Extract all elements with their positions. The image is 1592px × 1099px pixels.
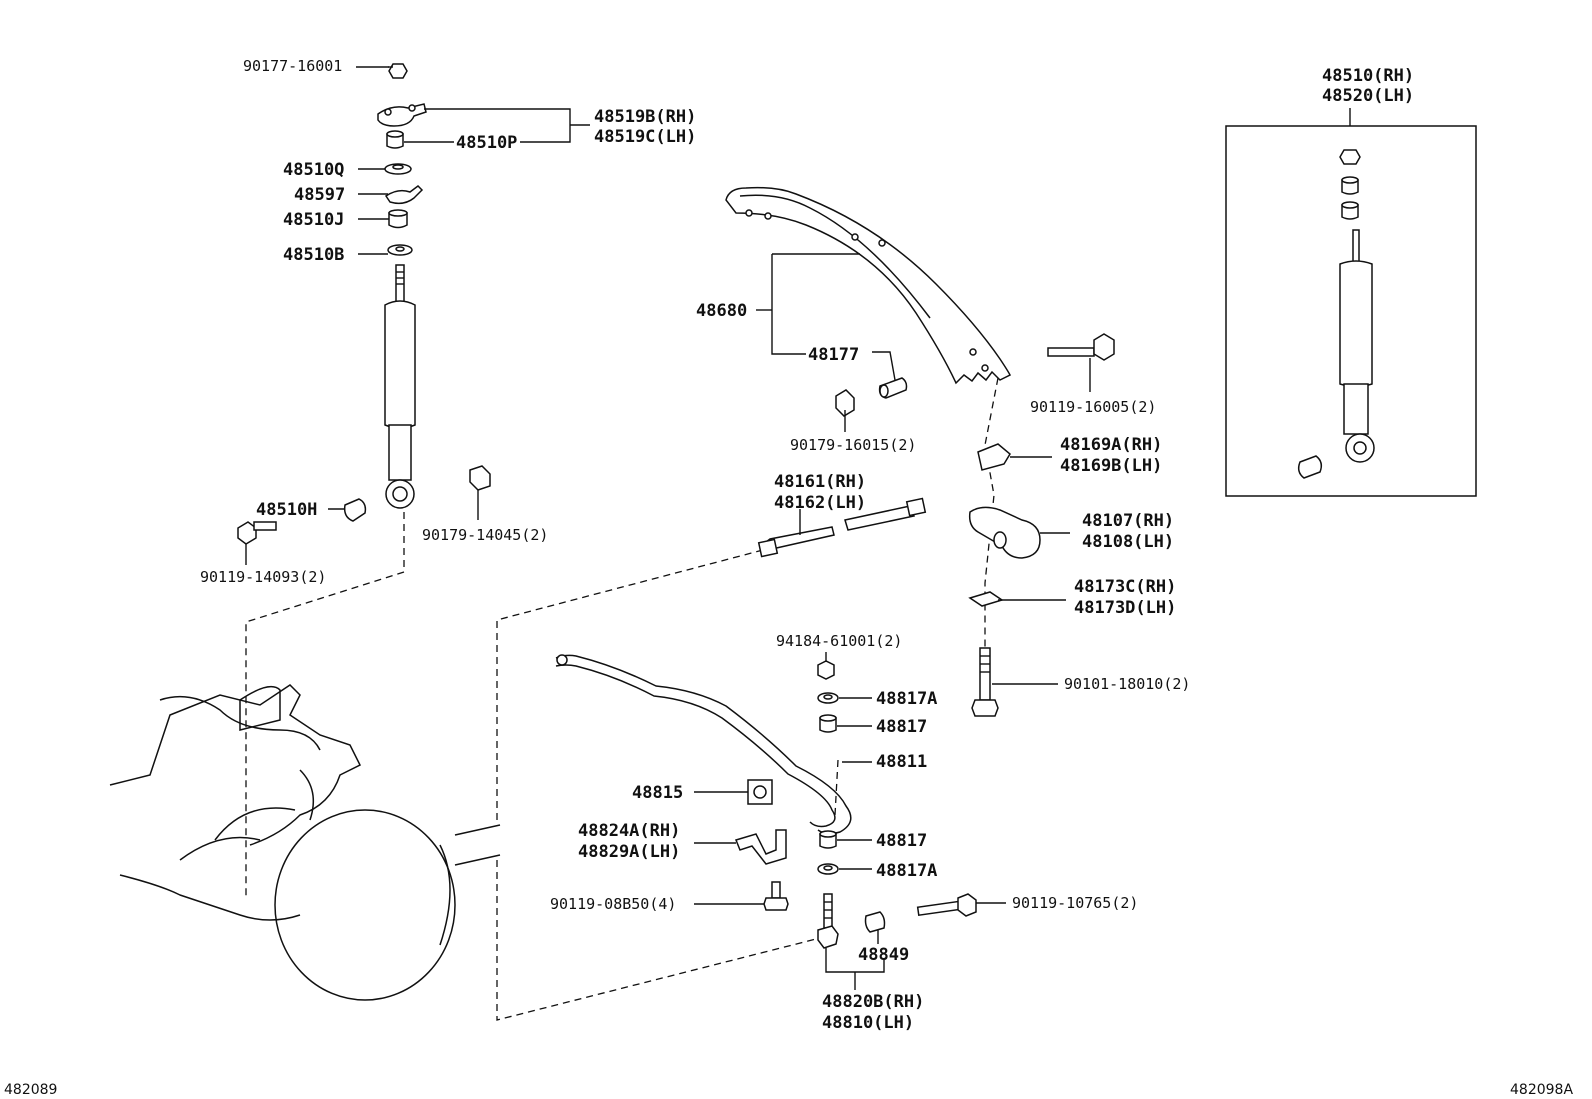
- bracket-icon[interactable]: [734, 829, 787, 865]
- cushion-icon[interactable]: [819, 830, 837, 849]
- bolt-icon[interactable]: [971, 647, 999, 717]
- washer-icon[interactable]: [817, 863, 839, 875]
- part-label[interactable]: 48817: [876, 831, 927, 851]
- part-label[interactable]: 48810(LH): [822, 1013, 914, 1033]
- cushion-icon[interactable]: [1341, 201, 1359, 220]
- part-label[interactable]: 48173D(LH): [1074, 598, 1176, 618]
- part-label[interactable]: 48107(RH): [1082, 511, 1174, 531]
- illustration-code: 482098A: [1510, 1082, 1573, 1098]
- part-label[interactable]: 90119-16005(2): [1030, 398, 1156, 416]
- left-shock-assembly: [237, 63, 491, 545]
- bushing-icon[interactable]: [747, 779, 773, 805]
- cushion-icon[interactable]: [386, 130, 404, 149]
- nut-icon[interactable]: [835, 389, 855, 417]
- part-label[interactable]: 90119-10765(2): [1012, 894, 1138, 912]
- washer-icon[interactable]: [384, 163, 412, 175]
- part-label[interactable]: 94184-61001(2): [776, 632, 902, 650]
- part-label[interactable]: 48161(RH): [774, 472, 866, 492]
- part-labels: 90177-16001 48519B(RH) 48519C(LH) 48510P…: [4, 57, 1573, 1098]
- bolt-icon[interactable]: [763, 881, 789, 911]
- part-label[interactable]: 48162(LH): [774, 493, 866, 513]
- part-label[interactable]: 48520(LH): [1322, 86, 1414, 106]
- part-label[interactable]: 90179-16015(2): [790, 436, 916, 454]
- shock-absorber-icon[interactable]: [1339, 229, 1375, 463]
- part-label[interactable]: 48510B: [283, 245, 344, 265]
- part-label[interactable]: 48519B(RH): [594, 107, 696, 127]
- part-label[interactable]: 48829A(LH): [578, 842, 680, 862]
- stabilizer-bar-icon[interactable]: [555, 654, 852, 835]
- nut-icon[interactable]: [817, 660, 835, 680]
- part-label[interactable]: 90119-08B50(4): [550, 895, 676, 913]
- part-label[interactable]: 48169A(RH): [1060, 435, 1162, 455]
- bracket-icon[interactable]: [384, 185, 424, 205]
- illustration-code: 482089: [4, 1082, 57, 1098]
- leader-lines-crossmember: [756, 253, 1091, 432]
- part-label[interactable]: 48817A: [876, 689, 937, 709]
- part-label[interactable]: 48811: [876, 752, 927, 772]
- cushion-icon[interactable]: [819, 714, 837, 733]
- axle-wheel-drawing: [109, 684, 501, 1001]
- part-label[interactable]: 48817A: [876, 861, 937, 881]
- part-label[interactable]: 90101-18010(2): [1064, 675, 1190, 693]
- part-label[interactable]: 48173C(RH): [1074, 577, 1176, 597]
- bushing-icon[interactable]: [343, 498, 367, 522]
- part-label[interactable]: 90119-14093(2): [200, 568, 326, 586]
- anchor-adjust-icon[interactable]: [968, 591, 1004, 607]
- part-label[interactable]: 48817: [876, 717, 927, 737]
- anchor-plate-icon[interactable]: [977, 443, 1011, 471]
- part-label[interactable]: 48510H: [256, 500, 317, 520]
- part-label[interactable]: 48824A(RH): [578, 821, 680, 841]
- bushing-icon[interactable]: [1297, 455, 1323, 479]
- part-label[interactable]: 48108(LH): [1082, 532, 1174, 552]
- nut-icon[interactable]: [1339, 149, 1361, 165]
- nut-icon[interactable]: [388, 63, 408, 79]
- part-label[interactable]: 48519C(LH): [594, 127, 696, 147]
- bolt-icon[interactable]: [1047, 333, 1115, 361]
- washer-icon[interactable]: [387, 244, 413, 256]
- cushion-icon[interactable]: [388, 209, 408, 229]
- part-label[interactable]: 48849: [858, 945, 909, 965]
- cushion-icon[interactable]: [1341, 176, 1359, 195]
- part-label[interactable]: 48510(RH): [1322, 66, 1414, 86]
- part-label[interactable]: 48820B(RH): [822, 992, 924, 1012]
- part-label[interactable]: 48177: [808, 345, 859, 365]
- nut-icon[interactable]: [469, 465, 491, 491]
- bushing-icon[interactable]: [864, 911, 886, 933]
- bolt-icon[interactable]: [237, 521, 277, 545]
- part-label[interactable]: 48815: [632, 783, 683, 803]
- part-label[interactable]: 48510J: [283, 210, 344, 230]
- part-label[interactable]: 48169B(LH): [1060, 456, 1162, 476]
- part-label[interactable]: 48597: [294, 185, 345, 205]
- bracket-icon[interactable]: [377, 103, 427, 127]
- part-label[interactable]: 90179-14045(2): [422, 526, 548, 544]
- crossmember-icon[interactable]: [725, 186, 1012, 385]
- torsion-bar-icon[interactable]: [757, 497, 927, 558]
- part-label[interactable]: 48510P: [456, 133, 517, 153]
- shock-absorber-icon[interactable]: [384, 264, 416, 509]
- shock-inset-box: [1225, 108, 1477, 497]
- bushing-icon[interactable]: [878, 377, 908, 399]
- part-label[interactable]: 48680: [696, 301, 747, 321]
- leader-lines-left: [245, 66, 590, 565]
- part-label[interactable]: 48510Q: [283, 160, 344, 180]
- bolt-icon[interactable]: [916, 893, 977, 917]
- stabilizer-link-icon[interactable]: [817, 893, 839, 949]
- washer-icon[interactable]: [817, 692, 839, 704]
- part-label[interactable]: 90177-16001: [243, 57, 342, 75]
- anchor-arm-icon[interactable]: [968, 506, 1041, 559]
